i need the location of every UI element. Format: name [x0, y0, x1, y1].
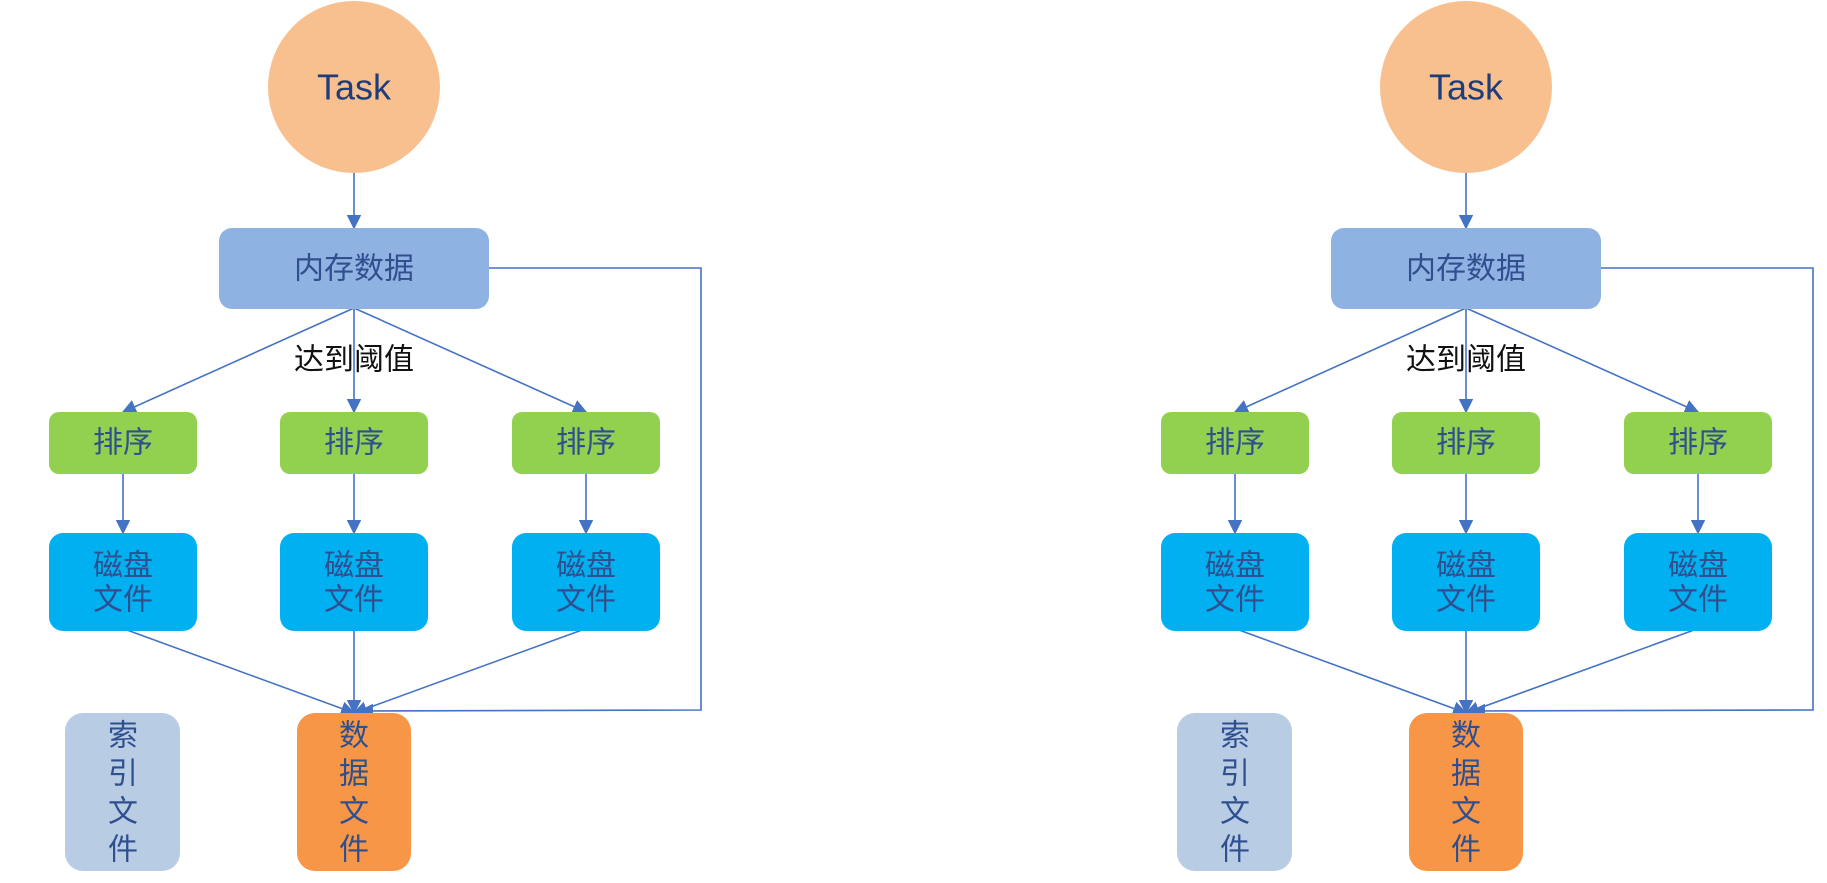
data-file-char-3: 文	[339, 795, 369, 830]
sort-label-3: 排序	[556, 426, 616, 461]
index-file-char-2: 引	[1220, 757, 1250, 792]
data-file-char-2: 据	[1451, 757, 1481, 792]
sort-label-3: 排序	[1668, 426, 1728, 461]
data-file-box	[1409, 713, 1523, 871]
data-file-char-1: 数	[339, 719, 369, 754]
sort-box-1	[1161, 412, 1309, 474]
data-file-char-4: 件	[339, 833, 369, 868]
edge-memory-to-sort-3	[1465, 307, 1700, 414]
edge-disk-3-to-data-file	[1464, 629, 1695, 716]
memory-data-box	[1331, 228, 1601, 309]
disk-file-line1-3: 磁盘	[1668, 549, 1728, 584]
memory-data-label: 内存数据	[294, 252, 414, 287]
data-file-box	[297, 713, 411, 871]
index-file-char-1: 索	[108, 719, 138, 754]
sort-label-1: 排序	[1205, 426, 1265, 461]
disk-file-line2-2: 文件	[1436, 583, 1496, 618]
edge-memory-to-sort-3	[353, 307, 588, 414]
disk-file-line2-3: 文件	[556, 583, 616, 618]
disk-file-box-1	[49, 533, 197, 631]
index-file-char-4: 件	[1220, 833, 1250, 868]
diagram-2: Task内存数据达到阈值排序排序排序磁盘文件磁盘文件磁盘文件索引文件数据文件	[1161, 1, 1814, 871]
memory-data-box	[219, 228, 489, 309]
disk-file-line2-3: 文件	[1668, 583, 1728, 618]
index-file-char-3: 文	[108, 795, 138, 830]
edge-disk-3-to-data-file	[352, 629, 583, 716]
sort-box-1	[49, 412, 197, 474]
disk-file-line2-1: 文件	[1205, 583, 1265, 618]
disk-file-line1-3: 磁盘	[556, 549, 616, 584]
disk-file-line2-2: 文件	[324, 583, 384, 618]
edge-memory-to-sort-1	[1233, 307, 1467, 414]
index-file-box	[65, 713, 180, 871]
sort-box-2	[280, 412, 428, 474]
disk-file-box-1	[1161, 533, 1309, 631]
disk-file-line1-1: 磁盘	[1205, 549, 1265, 584]
sort-label-2: 排序	[1436, 426, 1496, 461]
task-node	[268, 1, 440, 173]
task-label: Task	[1429, 67, 1504, 108]
disk-file-box-3	[512, 533, 660, 631]
disk-file-line1-2: 磁盘	[1436, 549, 1496, 584]
threshold-label: 达到阈值	[294, 343, 414, 378]
disk-file-box-3	[1624, 533, 1772, 631]
data-file-char-4: 件	[1451, 833, 1481, 868]
edge-memory-to-sort-1	[121, 307, 355, 414]
index-file-box	[1177, 713, 1292, 871]
data-file-char-1: 数	[1451, 719, 1481, 754]
data-file-char-2: 据	[339, 757, 369, 792]
edge-memory-bypass-to-data-file	[358, 267, 702, 719]
index-file-char-3: 文	[1220, 795, 1250, 830]
disk-file-line2-1: 文件	[93, 583, 153, 618]
index-file-char-1: 索	[1220, 719, 1250, 754]
sort-box-3	[1624, 412, 1772, 474]
index-file-char-2: 引	[108, 757, 138, 792]
disk-file-box-2	[1392, 533, 1540, 631]
edge-disk-1-to-data-file	[1238, 629, 1468, 716]
diagram-1: Task内存数据达到阈值排序排序排序磁盘文件磁盘文件磁盘文件索引文件数据文件	[49, 1, 702, 871]
edge-disk-1-to-data-file	[126, 629, 356, 716]
sort-label-1: 排序	[93, 426, 153, 461]
threshold-label: 达到阈值	[1406, 343, 1526, 378]
sort-box-3	[512, 412, 660, 474]
sort-box-2	[1392, 412, 1540, 474]
edge-memory-bypass-to-data-file	[1470, 267, 1814, 719]
disk-file-box-2	[280, 533, 428, 631]
sort-label-2: 排序	[324, 426, 384, 461]
task-node	[1380, 1, 1552, 173]
data-file-char-3: 文	[1451, 795, 1481, 830]
index-file-char-4: 件	[108, 833, 138, 868]
disk-file-line1-1: 磁盘	[93, 549, 153, 584]
disk-file-line1-2: 磁盘	[324, 549, 384, 584]
memory-data-label: 内存数据	[1406, 252, 1526, 287]
task-label: Task	[317, 67, 392, 108]
